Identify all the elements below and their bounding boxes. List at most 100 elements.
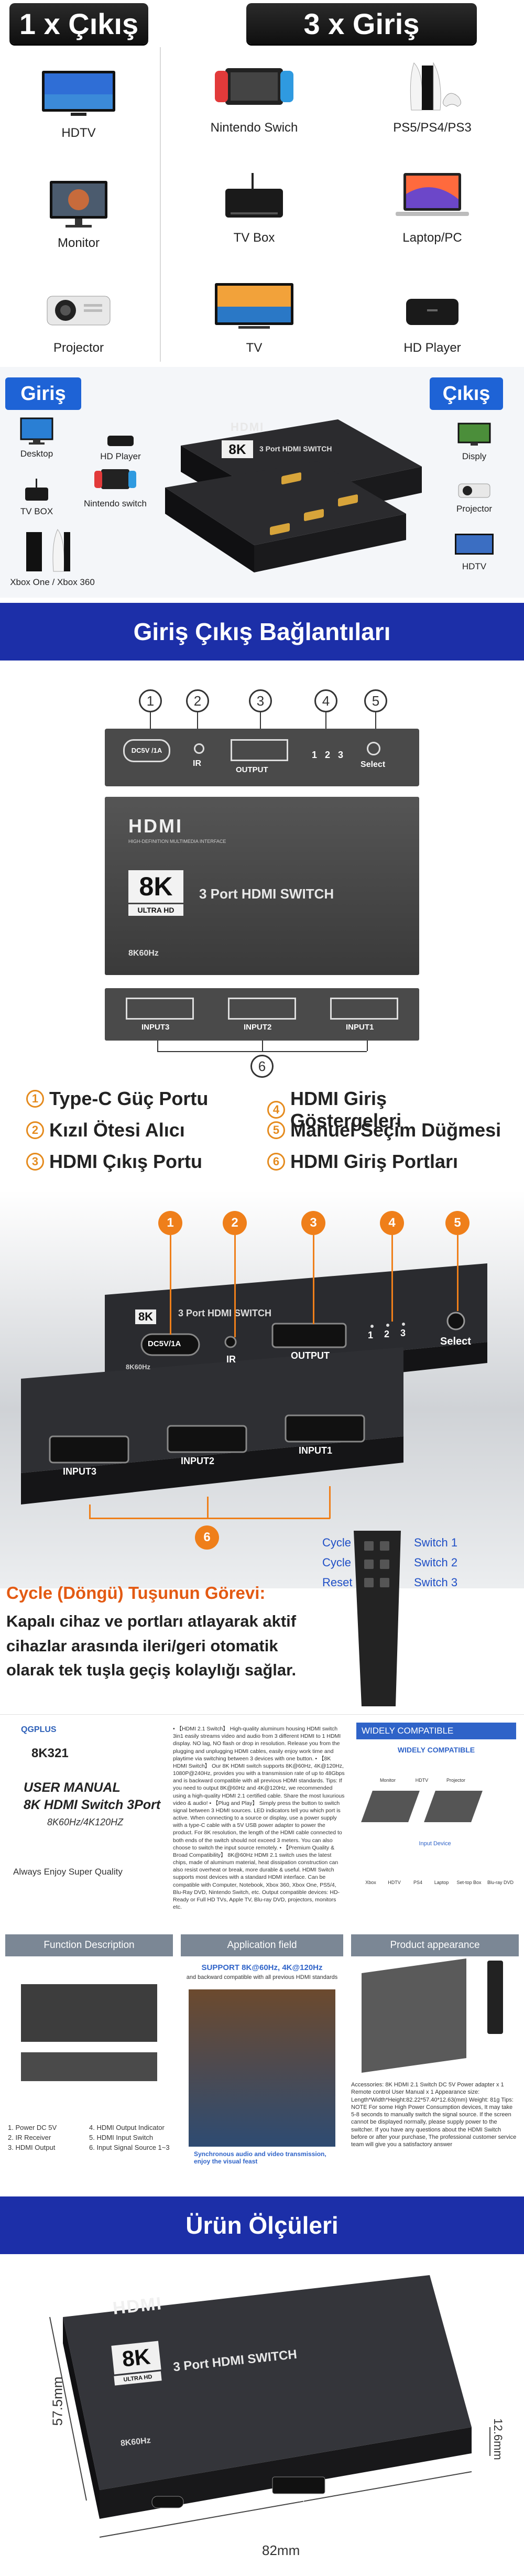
input-device-playstation: PS5/PS4/PS3 xyxy=(362,58,503,135)
tv-box-icon xyxy=(225,173,283,218)
output-device-hdtv: HDTV xyxy=(16,68,141,140)
hdmi-input1-port xyxy=(330,998,398,1020)
input-tag: Giriş xyxy=(5,377,81,410)
tv-icon xyxy=(42,71,115,116)
type-c-port xyxy=(123,739,170,762)
callout-5: 5 xyxy=(364,689,387,712)
monitor-icon xyxy=(457,423,491,446)
output-input-overview: 1 x Çıkış 3 x Giriş HDTV Monitor xyxy=(0,0,524,367)
projector-icon xyxy=(47,296,111,326)
function-list-left: 1. Power DC 5V 2. IR Receiver 3. HDMI Ou… xyxy=(8,2124,57,2151)
source-hd-player: HD Player xyxy=(94,432,147,462)
source-nintendo: Nintendo switch xyxy=(81,464,149,509)
select-button[interactable] xyxy=(367,742,380,755)
front-panel: INPUT3 INPUT2 INPUT1 xyxy=(105,988,419,1041)
xbox-playstation-icon xyxy=(26,529,70,572)
manual-subtitle: 8K HDMI Switch 3Port xyxy=(24,1798,161,1812)
source-desktop: Desktop xyxy=(10,417,63,459)
section-heading-dimensions: Ürün Ölçüleri xyxy=(0,2196,524,2254)
callout-3: 3 xyxy=(249,689,272,712)
input-device-nintendo: Nintendo Swich xyxy=(194,58,314,135)
product-photo: 8K 3 Port HDMI SWITCH 8K60Hz DC5V/1A IR … xyxy=(0,1190,524,1714)
device-top-face: HDMI HIGH-DEFINITION MULTIMEDIA INTERFAC… xyxy=(105,797,419,975)
input-device-tv-box: TV Box xyxy=(194,168,314,245)
input-device-hd-player: HD Player xyxy=(362,278,503,355)
input-device-tv: TV xyxy=(194,278,314,355)
callout-2: 2 xyxy=(186,689,209,712)
function-description: Function Description Application field P… xyxy=(0,1924,524,2196)
divider xyxy=(160,47,161,362)
hdmi-input2-port xyxy=(228,998,296,1020)
remote-image xyxy=(487,1961,503,2034)
hdmi-switch-image xyxy=(165,419,422,572)
source-xbox: Xbox One / Xbox 360 xyxy=(3,527,102,588)
hdmi-input3-port xyxy=(126,998,194,1020)
input-device-laptop: Laptop/PC xyxy=(362,168,503,245)
photo-callout-1: 1 xyxy=(158,1211,182,1235)
photo-callout-6: 6 xyxy=(195,1525,219,1550)
manual-body: • 【HDMI 2.1 Switch】 High-quality aluminu… xyxy=(173,1726,345,1911)
photo-callout-4: 4 xyxy=(380,1211,404,1235)
manual-title: USER MANUAL xyxy=(24,1780,121,1795)
output-title: 1 x Çıkış xyxy=(9,3,148,44)
cycle-description: Kapalı cihaz ve portları atlayarak aktif… xyxy=(6,1612,297,1679)
dimension-drawing xyxy=(49,2275,490,2538)
output-device-projector: Projector xyxy=(16,283,141,355)
ir-receiver xyxy=(194,743,204,754)
connection-banner: Giriş Çıkış Desktop HD Player TV BOX Nin… xyxy=(0,367,524,598)
display-monitor: Disply xyxy=(443,422,506,462)
device-logo: HDMI xyxy=(231,420,265,434)
callout-6: 6 xyxy=(250,1055,274,1078)
cycle-title: Cycle (Döngü) Tuşunun Görevi: xyxy=(6,1583,266,1603)
manual-resolution: 8K60Hz/4K120HZ xyxy=(47,1817,124,1827)
photo-callout-3: 3 xyxy=(301,1211,325,1235)
hd-player-icon xyxy=(107,436,134,446)
source-tv-box: TV BOX xyxy=(10,477,63,517)
accessories-text: Accessories: 8K HDMI 2.1 Switch DC 5V Po… xyxy=(351,2082,517,2148)
tv-icon xyxy=(455,534,494,555)
tv-box-icon xyxy=(25,479,48,501)
widely-compatible-panel: WIDELY COMPATIBLE WIDELY COMPATIBLE Moni… xyxy=(356,1723,516,1922)
application-image xyxy=(189,1989,335,2147)
monitor-icon xyxy=(50,181,107,228)
output-device-monitor: Monitor xyxy=(16,178,141,251)
rear-panel: DC5V /1A IR OUTPUT 1 2 3 Select xyxy=(105,729,419,786)
callout-4: 4 xyxy=(314,689,337,712)
display-hdtv: HDTV xyxy=(443,532,506,572)
callout-1: 1 xyxy=(139,689,162,712)
device-8k-badge: 8K xyxy=(222,440,253,458)
photo-callout-5: 5 xyxy=(445,1211,470,1235)
dim-width: 82mm xyxy=(262,2542,300,2558)
port-diagram: 1 2 3 4 5 DC5V /1A IR OUTPUT 1 2 3 Selec… xyxy=(0,661,524,1190)
tv-icon xyxy=(215,283,293,329)
dim-height: 12.6mm xyxy=(492,2418,505,2460)
brand-logo: QGPLUS xyxy=(21,1725,57,1734)
hdmi-output-port xyxy=(231,739,288,761)
input-title: 3 x Giriş xyxy=(246,3,477,44)
desktop-icon xyxy=(20,417,53,445)
appearance-image xyxy=(362,1958,466,2073)
display-projector: Projector xyxy=(443,480,506,514)
device-name: 3 Port HDMI SWITCH xyxy=(259,445,332,453)
model-number: 8K321 xyxy=(31,1746,69,1760)
section-heading-connections: Giriş Çıkış Bağlantıları xyxy=(0,603,524,661)
playstation-icon xyxy=(410,62,461,111)
hd-player-icon xyxy=(406,299,458,325)
projector-icon xyxy=(458,483,490,498)
product-dimensions: HDMI 8K ULTRA HD 3 Port HDMI SWITCH 8K60… xyxy=(0,2254,524,2576)
nintendo-switch-icon xyxy=(94,469,136,489)
user-manual: QGPLUS 8K321 USER MANUAL 8K HDMI Switch … xyxy=(0,1714,524,1924)
laptop-icon xyxy=(396,173,469,216)
nintendo-switch-icon xyxy=(215,68,293,105)
photo-callout-2: 2 xyxy=(223,1211,247,1235)
dim-depth: 57.5mm xyxy=(49,2376,66,2426)
quality-slogan: Always Enjoy Super Quality xyxy=(13,1867,123,1877)
function-list-right: 4. HDMI Output Indicator 5. HDMI Input S… xyxy=(89,2124,170,2151)
